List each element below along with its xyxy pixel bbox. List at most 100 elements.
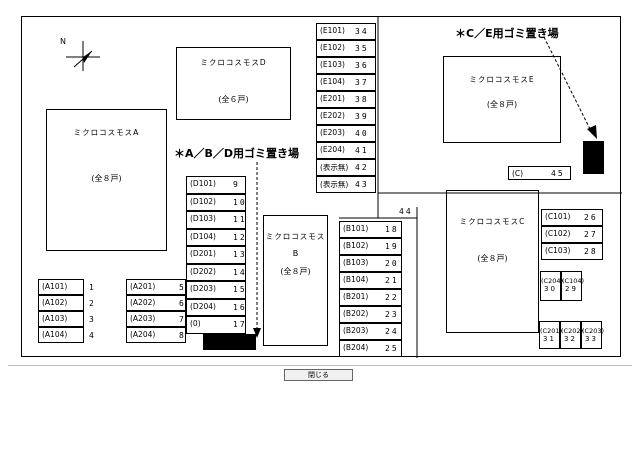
parking-space-number: 29: [565, 285, 578, 293]
parking-space-code: (B203): [343, 326, 369, 335]
parking-space-code: (E204): [320, 145, 345, 154]
parking-space-code: (B103): [343, 258, 369, 267]
parking-space: (B104)21: [339, 272, 402, 289]
parking-space-code: (A102): [42, 298, 68, 307]
building-b-units: (全８戸): [280, 267, 311, 276]
building-e: ミクロコスモスE (全８戸): [443, 56, 561, 143]
parking-space-number: 6: [179, 299, 186, 308]
building-d-name: ミクロコスモスD: [200, 58, 267, 67]
building-c-name: ミクロコスモスC: [459, 217, 526, 226]
parking-space-code: (D102): [190, 196, 216, 206]
parking-space-number: 36: [355, 61, 369, 70]
parking-space-code: (D104): [190, 231, 216, 241]
building-d-units: (全６戸): [218, 95, 249, 104]
parking-space-number: 11: [233, 215, 247, 224]
parking-space-number: 37: [355, 78, 369, 87]
parking-space-number: 19: [385, 242, 399, 251]
parking-space-number: 9: [233, 180, 240, 189]
parking-space-number: 3: [89, 315, 96, 324]
parking-space: (A104)4: [38, 327, 94, 343]
parking-space: (B201) 22: [339, 289, 402, 306]
parking-space: (A204)8: [126, 327, 186, 343]
parking-space-number: 14: [233, 267, 247, 277]
building-a: ミクロコスモスA (全８戸): [46, 109, 167, 251]
building-c: ミクロコスモスC (全８戸): [446, 190, 539, 333]
building-b: ミクロコスモス B (全８戸): [263, 215, 328, 346]
close-button[interactable]: 閉じる: [284, 369, 353, 381]
parking-space: (E201)38: [316, 91, 376, 108]
parking-space-number: 32: [564, 335, 577, 343]
parking-space: (C104)29: [561, 271, 584, 301]
parking-space-code: (E203): [320, 128, 345, 137]
parking-space: (B102)19: [339, 238, 402, 255]
parking-space: (E103) 36: [316, 57, 376, 74]
parking-space-code: (E101): [320, 26, 345, 35]
building-a-name: ミクロコスモスA: [73, 128, 140, 137]
parking-space: (E202)39: [316, 108, 376, 125]
parking-space: (D203)15: [186, 281, 246, 299]
parking-space-code: (D201): [190, 249, 216, 258]
parking-space-number: 4: [89, 331, 96, 340]
parking-space-code: (0): [190, 319, 201, 328]
parking-space-number: 45: [551, 169, 565, 178]
site-map: N ミクロコスモスD (全６戸) ミクロコスモスA (全８戸) ミクロコスモス …: [21, 16, 622, 358]
parking-space-code: (B204): [343, 343, 369, 352]
parking-space-number: 15: [233, 285, 247, 294]
parking-space: (0) 17: [186, 316, 246, 334]
parking-space: (D102) 10: [186, 193, 247, 211]
parking-space-code: (A201): [130, 282, 156, 291]
parking-space-number: 22: [385, 293, 399, 302]
parking-space-code: (表示無): [320, 180, 349, 189]
parking-space: (E102)35: [316, 40, 376, 57]
garbage-abd-bin: [203, 334, 256, 350]
parking-space-number: 1: [89, 283, 96, 292]
parking-space-number: 2: [89, 299, 96, 308]
parking-space-number: 23: [385, 310, 399, 319]
parking-space: (A103)3: [38, 311, 94, 327]
parking-space-number: 42: [355, 163, 369, 172]
parking-space-code: (E103): [320, 60, 345, 69]
parking-space-number: 34: [355, 27, 369, 36]
parking-space-number: 26: [584, 213, 598, 222]
parking-space-code: (C201): [540, 327, 563, 335]
parking-space-number: 39: [355, 112, 369, 121]
building-e-units: (全８戸): [486, 100, 518, 109]
parking-space-number: 12: [233, 232, 247, 242]
parking-space-number: 25: [385, 344, 399, 353]
parking-space: (C101)26: [541, 209, 603, 226]
parking-space-number: 7: [179, 315, 186, 324]
parking-space: (B101) 18: [339, 221, 402, 238]
building-c-units: (全８戸): [477, 254, 508, 263]
parking-space-code: (B101): [343, 224, 369, 233]
parking-space: (D103)11: [186, 211, 246, 229]
building-d: ミクロコスモスD (全６戸): [176, 47, 291, 120]
parking-space-number: 31: [543, 335, 556, 343]
parking-space-code: (A202): [130, 298, 156, 307]
parking-space-number: 10: [233, 197, 247, 207]
parking-space: (A201)5: [126, 279, 186, 295]
parking-space-c: (C) 45: [508, 166, 571, 180]
parking-space-number: 21: [385, 276, 399, 285]
parking-space: (C203)33: [581, 321, 604, 349]
parking-space: (C201)31: [539, 321, 563, 349]
parking-space-number: 8: [179, 331, 186, 340]
parking-space: (C202)32: [560, 321, 584, 349]
parking-space-number: 18: [385, 225, 399, 234]
parking-space-code: (C202): [561, 327, 584, 335]
building-b-name: ミクロコスモス: [265, 232, 326, 241]
parking-space-code: (A203): [130, 314, 156, 323]
parking-space: (B202)23: [339, 306, 402, 323]
parking-space-code: (D101): [190, 179, 216, 188]
parking-space-number: 13: [233, 250, 247, 259]
parking-space: (D104) 12: [186, 228, 247, 246]
parking-space-code: (C204): [541, 277, 564, 285]
parking-space: (表示無)42: [316, 159, 376, 176]
parking-space-code: (B201): [343, 292, 369, 301]
parking-space-code: (C102): [545, 229, 571, 238]
parking-space: (D204)16: [186, 298, 246, 316]
parking-space-number: 27: [584, 230, 598, 239]
parking-space-code: (E201): [320, 94, 345, 103]
parking-space-number: 17: [233, 320, 247, 329]
garbage-abd-arrow: [253, 162, 261, 338]
parking-space-number: 43: [355, 180, 369, 189]
